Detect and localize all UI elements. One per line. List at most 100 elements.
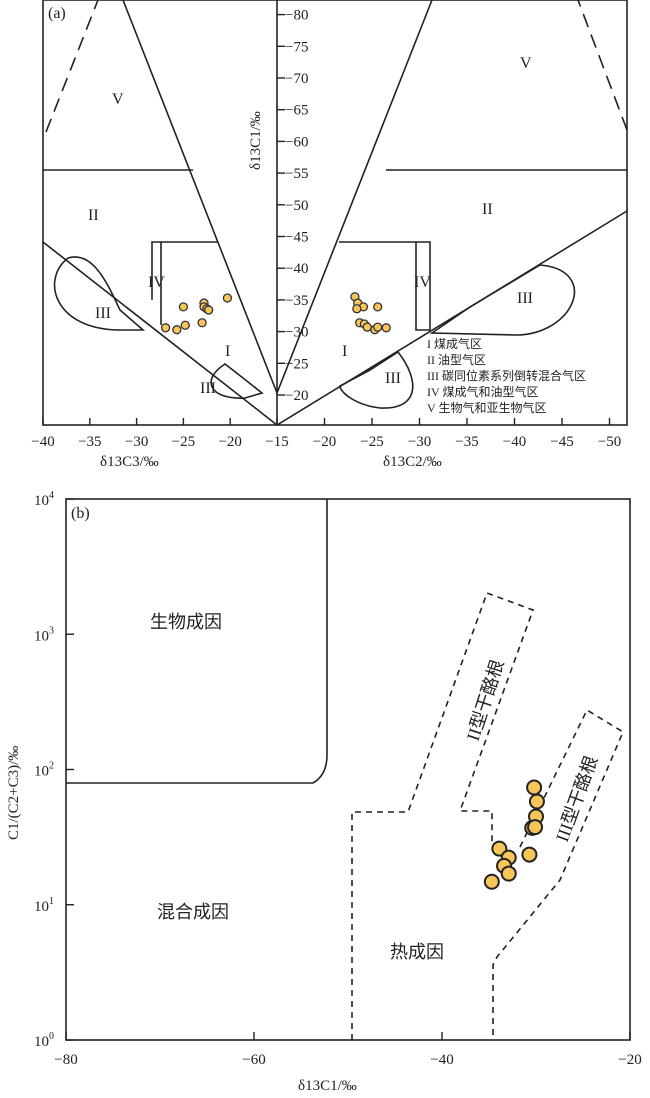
data-point-c2 bbox=[373, 302, 383, 312]
data-point-c3 bbox=[222, 293, 233, 303]
panel-b-points bbox=[483, 779, 545, 890]
region-i-left: I bbox=[225, 343, 230, 360]
data-point bbox=[500, 865, 517, 882]
y-tick-label: −70 bbox=[285, 71, 308, 87]
legend-item-3: III 碳同位素系列倒转混合气区 bbox=[427, 368, 586, 383]
region-ii-right: II bbox=[482, 201, 493, 218]
region-iv-left: IV bbox=[148, 274, 165, 291]
region-bio: 生物成因 bbox=[150, 612, 222, 632]
y-tick-label: −65 bbox=[285, 103, 308, 119]
x-label-c1: δ13C1/‰ bbox=[298, 1078, 357, 1094]
x-tick-label: −25 bbox=[172, 434, 195, 450]
region-iii-right: III bbox=[517, 290, 533, 307]
data-point bbox=[521, 846, 538, 863]
data-point-c2 bbox=[373, 322, 383, 332]
panel-b bbox=[65, 498, 631, 1041]
region-iii-blob-right bbox=[429, 264, 576, 336]
panel-a-points bbox=[160, 292, 391, 335]
x-tick-label: −30 bbox=[408, 434, 431, 450]
x-tick-label: −35 bbox=[78, 434, 101, 450]
panel-b-frame bbox=[65, 498, 631, 1041]
panel-b-ticks: −80 −60 −40 −20 100 101 102 103 104 bbox=[34, 490, 642, 1068]
data-point-c3 bbox=[204, 305, 214, 315]
region-iv-box-right bbox=[339, 241, 431, 331]
panel-a-label: (a) bbox=[48, 5, 66, 22]
x-tick-label: −30 bbox=[125, 434, 148, 450]
panel-a bbox=[42, 0, 628, 426]
y-tick-label: 101 bbox=[34, 896, 54, 915]
x-tick-label: −40 bbox=[503, 434, 526, 450]
x-tick-label: −25 bbox=[360, 434, 383, 450]
region-ii-left: II bbox=[88, 207, 99, 224]
x-tick-label: −40 bbox=[31, 434, 54, 450]
x-tick-label: −15 bbox=[265, 434, 288, 450]
boundary-typeII bbox=[351, 591, 535, 1040]
data-point-c2 bbox=[362, 322, 372, 332]
x-tick-label: −60 bbox=[242, 1052, 265, 1068]
legend: I 煤成气区 II 油型气区 III 碳同位素系列倒转混合气区 IV 煤成气和油… bbox=[427, 336, 586, 415]
dashed-boundary-right bbox=[577, 0, 628, 131]
y-tick-label: 103 bbox=[34, 625, 54, 644]
boundary-typeIII bbox=[492, 708, 625, 1040]
y-label-ratio: C1/(C2+C3)/‰ bbox=[6, 746, 22, 840]
y-tick-label: −25 bbox=[285, 356, 308, 372]
x-label-c3: δ13C3/‰ bbox=[100, 454, 159, 470]
data-point bbox=[528, 793, 545, 810]
y-tick-label: −45 bbox=[285, 230, 308, 246]
data-point-c3 bbox=[178, 302, 189, 312]
data-point-c3 bbox=[180, 320, 190, 330]
x-tick-label: −50 bbox=[598, 434, 621, 450]
y-tick-label: 102 bbox=[34, 761, 54, 780]
y-tick-label: −60 bbox=[285, 134, 308, 150]
y-tick-label: 104 bbox=[34, 490, 54, 509]
x-tick-label: −40 bbox=[430, 1052, 453, 1068]
y-tick-label: −50 bbox=[285, 198, 308, 214]
data-point bbox=[491, 840, 508, 857]
legend-item-1: I 煤成气区 bbox=[427, 336, 482, 351]
boundary-lower-v bbox=[42, 210, 628, 426]
region-i-right: I bbox=[342, 343, 347, 360]
data-point-c3 bbox=[197, 318, 207, 328]
data-point-c3 bbox=[160, 323, 171, 333]
x-tick-label: −20 bbox=[218, 434, 241, 450]
panel-a-frame bbox=[42, 0, 628, 426]
y-label-c1: δ13C1/‰ bbox=[248, 111, 264, 170]
x-tick-label: −80 bbox=[54, 1052, 77, 1068]
legend-item-5: V 生物气和亚生物气区 bbox=[427, 400, 546, 415]
boundary-upper-v bbox=[122, 0, 433, 396]
y-tick-label: −40 bbox=[285, 261, 308, 277]
data-point bbox=[527, 819, 544, 836]
region-iii-left-small: III bbox=[200, 380, 216, 397]
region-v-left: V bbox=[112, 91, 124, 108]
y-tick-label: −30 bbox=[285, 325, 308, 341]
data-point-c2 bbox=[381, 323, 391, 333]
region-iii-left: III bbox=[95, 305, 111, 322]
x-label-c2: δ13C2/‰ bbox=[383, 454, 442, 470]
y-tick-label: −55 bbox=[285, 166, 308, 182]
region-iii-right-small: III bbox=[385, 370, 401, 387]
x-tick-label: −35 bbox=[455, 434, 478, 450]
x-tick-label: −20 bbox=[313, 434, 336, 450]
region-iii-blob-right-small bbox=[339, 350, 414, 409]
y-tick-label: −80 bbox=[285, 8, 308, 24]
region-iv-right: IV bbox=[414, 274, 431, 291]
region-iv-box-left bbox=[151, 241, 218, 300]
panel-b-label: (b) bbox=[71, 505, 90, 522]
data-point bbox=[526, 779, 543, 796]
region-mixed: 混合成因 bbox=[157, 902, 229, 922]
y-tick-label: −75 bbox=[285, 39, 308, 55]
dashed-boundary-left bbox=[45, 0, 99, 133]
y-tick-label: −35 bbox=[285, 293, 308, 309]
panel-a-ticks: −40 −35 −30 −25 −20 −15 −20 −25 −30 −35 −40 −45 −50 −… bbox=[31, 8, 621, 450]
x-tick-label: −45 bbox=[550, 434, 573, 450]
legend-item-2: II 油型气区 bbox=[427, 352, 486, 367]
region-thermal: 热成因 bbox=[390, 942, 444, 962]
data-point-c2 bbox=[352, 304, 362, 314]
boundary-bio-mixed bbox=[66, 499, 328, 784]
y-tick-label: 100 bbox=[34, 1031, 54, 1050]
x-tick-label: −20 bbox=[618, 1052, 641, 1068]
region-v-right: V bbox=[520, 55, 532, 72]
legend-item-4: IV 煤成气和油型气区 bbox=[427, 384, 538, 399]
